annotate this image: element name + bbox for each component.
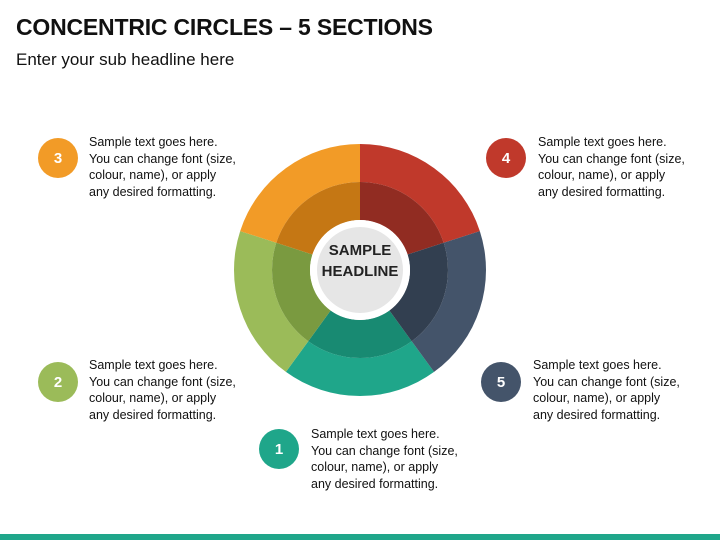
section-3-outer-segment	[240, 144, 360, 243]
section-3-line-1: Sample text goes here.	[89, 135, 218, 149]
section-3-number: 3	[53, 149, 63, 167]
section-2-number: 2	[53, 373, 63, 391]
section-1-line-1: Sample text goes here.	[311, 427, 440, 441]
section-1-badge: 1	[259, 429, 299, 469]
section-3-line-4: any desired formatting.	[89, 184, 217, 199]
section-3-line-3: colour, name), or apply	[89, 168, 217, 182]
section-5-outer-segment	[411, 231, 487, 372]
section-3-badge: 3	[38, 138, 78, 178]
section-1-number: 1	[274, 440, 284, 458]
section-5-line-3: colour, name), or apply	[533, 391, 661, 405]
section-2-line-1: Sample text goes here.	[89, 358, 218, 372]
section-4-line-3: colour, name), or apply	[538, 168, 666, 182]
section-5-line-2: You can change font (size,	[533, 374, 680, 389]
section-1-inner-segment	[308, 310, 412, 358]
section-1-outer-segment	[285, 341, 435, 397]
section-5-line-4: any desired formatting.	[533, 407, 661, 422]
center-headline: SAMPLE HEADLINE	[310, 240, 410, 282]
section-2-outer-segment	[234, 231, 309, 372]
section-4-line-4: any desired formatting.	[538, 184, 666, 199]
section-4-text: Sample text goes here. You can change fo…	[538, 134, 698, 200]
section-4-line-1: Sample text goes here.	[538, 135, 667, 149]
section-5-line-1: Sample text goes here.	[533, 358, 662, 372]
section-2-inner-segment	[272, 242, 331, 342]
section-4-line-2: You can change font (size,	[538, 151, 685, 166]
center-headline-line1: SAMPLE	[328, 242, 392, 259]
section-5-inner-segment	[389, 242, 448, 342]
section-1-line-2: You can change font (size,	[311, 443, 458, 458]
section-1-line-3: colour, name), or apply	[311, 460, 439, 474]
section-4-outer-segment	[360, 144, 480, 243]
section-4-number: 4	[501, 149, 511, 167]
page-subtitle: Enter your sub headline here	[16, 50, 235, 69]
section-3-text: Sample text goes here. You can change fo…	[89, 134, 249, 200]
section-1-line-4: any desired formatting.	[311, 476, 439, 491]
section-2-text: Sample text goes here. You can change fo…	[89, 357, 249, 423]
page-title: CONCENTRIC CIRCLES – 5 SECTIONS	[16, 14, 433, 40]
section-4-badge: 4	[486, 138, 526, 178]
section-2-badge: 2	[38, 362, 78, 402]
section-2-line-2: You can change font (size,	[89, 374, 236, 389]
section-5-number: 5	[496, 373, 506, 391]
bottom-accent-bar	[0, 534, 720, 540]
section-2-line-3: colour, name), or apply	[89, 391, 217, 405]
section-1-text: Sample text goes here. You can change fo…	[311, 426, 471, 492]
inner-ring	[272, 182, 448, 358]
outer-ring	[234, 144, 487, 397]
section-5-badge: 5	[481, 362, 521, 402]
section-2-line-4: any desired formatting.	[89, 407, 217, 422]
center-disc	[317, 227, 403, 313]
section-4-inner-segment	[360, 182, 444, 255]
section-3-line-2: You can change font (size,	[89, 151, 236, 166]
center-headline-line2: HEADLINE	[321, 263, 399, 280]
section-3-inner-segment	[276, 182, 360, 255]
section-5-text: Sample text goes here. You can change fo…	[533, 357, 693, 423]
